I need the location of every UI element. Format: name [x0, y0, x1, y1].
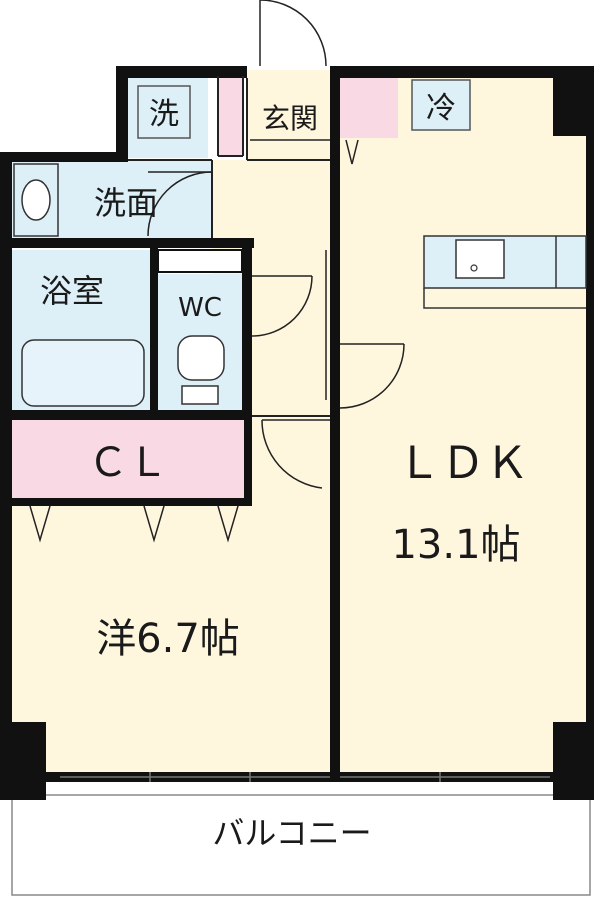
thin-walls	[128, 76, 330, 417]
wc-top-bar	[157, 249, 243, 273]
entrance-floor	[247, 70, 332, 162]
bath-label: 浴室	[40, 272, 104, 310]
step-lines	[250, 139, 330, 400]
balcony-floor	[11, 794, 591, 896]
kitchen-counter	[423, 235, 587, 309]
windows	[60, 772, 550, 782]
doors	[147, 0, 405, 489]
shoe-box	[218, 76, 243, 156]
closet-door-marks	[29, 139, 359, 543]
wash-basin	[13, 163, 59, 237]
western-room-label: 洋6.7帖	[96, 616, 240, 662]
fridge-label: 冷	[426, 91, 456, 126]
fridge-side-storage	[340, 76, 398, 138]
toilet-fixture	[177, 335, 225, 405]
ldk-floor-right	[555, 135, 590, 725]
washer-badge	[137, 85, 191, 139]
washroom-label: 洗面	[94, 184, 158, 222]
toilet-label: WC	[178, 293, 222, 323]
ldk-floor	[335, 70, 555, 780]
ldk-name-label: ＬＤＫ	[397, 438, 529, 489]
balcony-label: バルコニー	[212, 814, 371, 852]
bathtub	[21, 339, 145, 407]
washer-label: 洗	[149, 97, 179, 132]
closet-label: ＣＬ	[88, 440, 168, 486]
fridge-badge	[411, 79, 471, 131]
closet-floor	[12, 420, 245, 500]
western-room-floor	[12, 500, 335, 780]
entrance-label: 玄関	[262, 102, 318, 135]
ldk-size-label: 13.1帖	[391, 522, 520, 568]
